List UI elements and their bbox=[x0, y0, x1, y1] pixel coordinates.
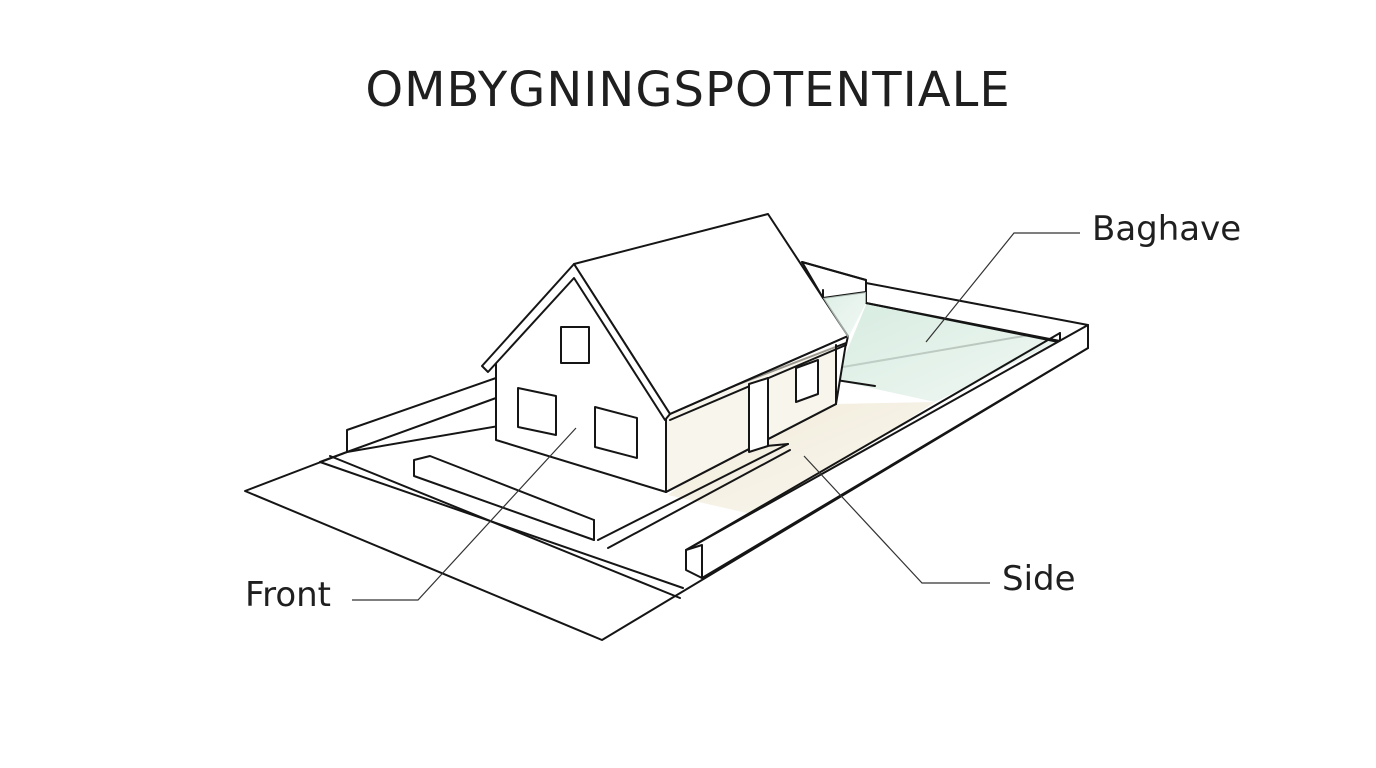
side-yard-zone bbox=[668, 402, 935, 516]
diagram-title: OMBYGNINGSPOTENTIALE bbox=[365, 62, 1011, 118]
baghave-leader-line bbox=[925, 232, 1080, 343]
side-door bbox=[748, 377, 769, 453]
front-leader-line bbox=[352, 427, 577, 601]
callout-side: Side bbox=[1002, 559, 1076, 599]
side-leader-line bbox=[803, 455, 990, 584]
backyard-zone bbox=[835, 300, 1060, 402]
ground-window-left bbox=[517, 387, 557, 436]
side-window bbox=[795, 359, 819, 403]
ground-window-right bbox=[594, 406, 638, 459]
callout-baghave: Baghave bbox=[1092, 209, 1242, 249]
callout-front: Front bbox=[245, 575, 331, 615]
right-wall-end bbox=[685, 544, 703, 579]
attic-window bbox=[560, 326, 590, 364]
